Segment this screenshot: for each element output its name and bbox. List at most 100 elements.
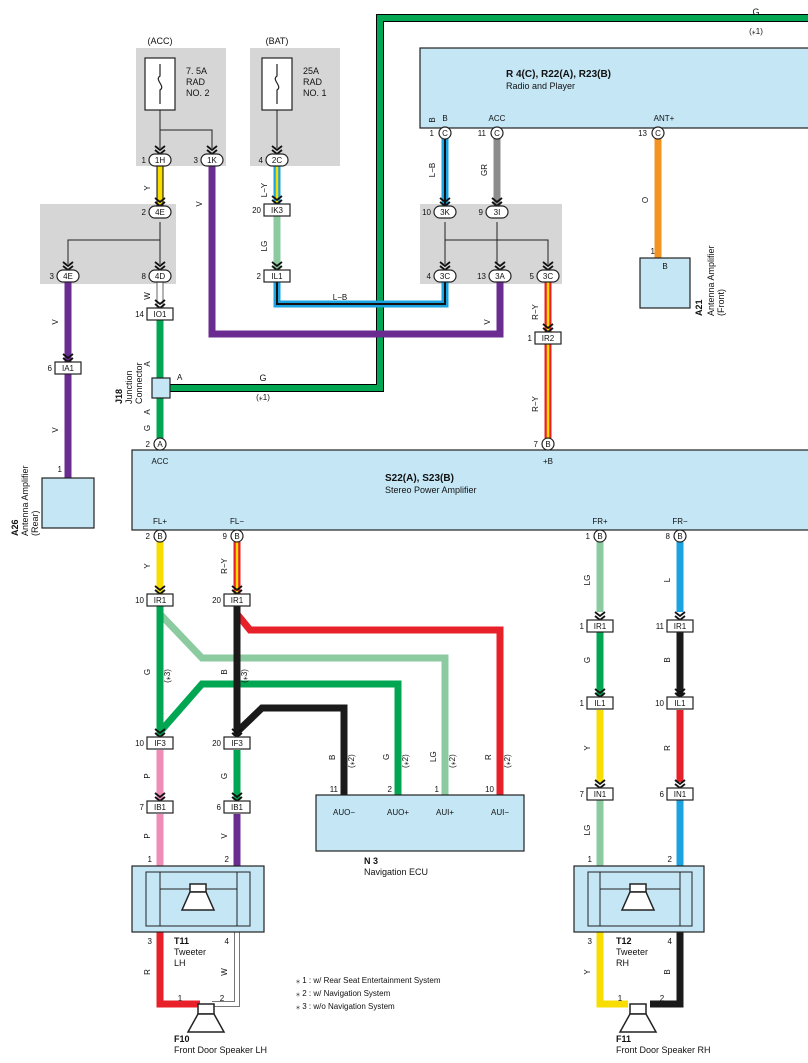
wire-label-wFRn: L — [663, 577, 672, 582]
legend: ⁎ 1 : w/ Rear Seat Entertainment System … — [296, 976, 441, 1011]
connector-pin-number: 4 — [259, 156, 264, 165]
tweeter-rh-pin-2: 2 — [668, 855, 673, 864]
wire-label-wR: R — [143, 969, 152, 975]
connector-code: IL1 — [271, 272, 283, 281]
antenna-front-id: A21 — [694, 299, 704, 316]
connector-pin-number: 13 — [477, 272, 486, 281]
tweeter-lh-name: Tweeter — [174, 947, 206, 957]
connector-pin-number: 3 — [50, 272, 55, 281]
speaker-rh-pin-2: 2 — [660, 994, 665, 1003]
antenna-amplifier-rear: 1 A26 Antenna Amplifier (Rear) — [10, 465, 95, 536]
wire-label-n3a: (⁎3) — [163, 669, 172, 683]
tweeter-lh-pin-2: 2 — [225, 855, 230, 864]
connector-cIB1b: IB1 6 — [217, 792, 251, 814]
connector-code: 4D — [155, 272, 165, 281]
wire-label-wB2: B — [663, 657, 672, 662]
connector-code: 2C — [272, 156, 282, 165]
connector-pin-number: 14 — [135, 310, 144, 319]
wire-label-wRACC: GR — [480, 164, 489, 176]
tweeter-rh-name: Tweeter — [616, 947, 648, 957]
connector-c3C2: 3C5 — [530, 261, 560, 283]
top-wire-note: (⁎1) — [749, 27, 763, 36]
connector-c4E_top: 4E2 — [142, 197, 172, 219]
nav-note-3: (⁎2) — [503, 754, 512, 768]
amp-code-frp: B — [597, 532, 602, 541]
radio-pin-code-acc: C — [494, 129, 500, 138]
nav-wire-3: R — [484, 754, 493, 760]
nav-pin-num-1: 2 — [388, 785, 393, 794]
tweeter-rh-side: RH — [616, 958, 629, 968]
wire-label-wFLp: Y — [143, 563, 152, 569]
amp-code-acc: A — [157, 440, 163, 449]
nav-id: N 3 — [364, 856, 378, 866]
tweeter-rh-pin-1: 1 — [588, 855, 593, 864]
speaker-rh-pin-1: 1 — [618, 994, 623, 1003]
radio-pin-ant: ANT+ — [654, 114, 675, 123]
nav-pin-auo-minus: AUO− — [333, 808, 355, 817]
nav-pin-aui-minus: AUI− — [491, 808, 509, 817]
wire-label-wY3: Y — [583, 969, 592, 975]
connector-code: IN1 — [594, 790, 607, 799]
radio-pin-number-ant: 13 — [638, 129, 647, 138]
j18-wire-note: (⁎1) — [256, 393, 270, 402]
connector-code: IN1 — [674, 790, 687, 799]
connector-pin-number: 10 — [422, 208, 431, 217]
connector-pin-number: 11 — [656, 622, 665, 631]
amp-pin-fl-plus: FL+ — [153, 517, 167, 526]
amp-num-fln: 9 — [223, 532, 228, 541]
legend-note-3: ⁎ 3 : w/o Navigation System — [296, 1002, 395, 1011]
wire-label-wLG3: LG — [583, 825, 592, 836]
fuse-bat-rating: 25A — [303, 66, 319, 76]
antenna-front-position: (Front) — [716, 289, 726, 316]
connector-code: IF3 — [154, 739, 166, 748]
connector-code: IB1 — [231, 803, 244, 812]
fuse-bat-name1: RAD — [303, 77, 323, 87]
amp-pin-b: +B — [543, 457, 553, 466]
wire-label-w4E: V — [51, 319, 60, 325]
wire-label-lb-horizontal: L−B — [333, 293, 347, 302]
connector-pin-number: 2 — [142, 208, 147, 217]
connector-pin-number: 1 — [142, 156, 147, 165]
wire-label-wG2: G — [583, 657, 592, 663]
connector-code: IR1 — [231, 596, 244, 605]
j18-name1: Junction — [124, 370, 134, 404]
nav-name: Navigation ECU — [364, 867, 428, 877]
connector-code: IR1 — [154, 596, 167, 605]
wire-label-wJ18: A — [143, 409, 152, 415]
antenna-rear-position: (Rear) — [30, 510, 40, 536]
connector-pin-number: 6 — [217, 803, 222, 812]
connector-pin-number: 9 — [479, 208, 484, 217]
connector-c3C: 3C4 — [427, 261, 457, 283]
wire-label-wY2: Y — [583, 745, 592, 751]
fuse-acc-name2: NO. 2 — [186, 88, 210, 98]
wire-label-w3A: V — [483, 319, 492, 325]
connector-pin-number: 4 — [427, 272, 432, 281]
connector-pin-number: 1 — [580, 622, 585, 631]
wire-label-w1K: V — [195, 201, 204, 207]
wire-label-n3b: (⁎3) — [240, 669, 249, 683]
speaker-lh-pin-1: 1 — [178, 994, 183, 1003]
fuse-bat-name2: NO. 1 — [303, 88, 327, 98]
connector-chevron — [674, 611, 686, 622]
radio-pin-number-b: 1 — [430, 129, 435, 138]
fuse-acc-tag: (ACC) — [148, 36, 173, 46]
connector-pin-number: 6 — [48, 364, 53, 373]
connector-pin-number: 1 — [528, 334, 533, 343]
speaker-rh-name: Front Door Speaker RH — [616, 1045, 711, 1055]
j18-id: J18 — [114, 389, 124, 404]
j18-wire-label: G — [259, 373, 266, 383]
tweeter-lh-id: T11 — [174, 936, 189, 946]
amp-num-frn: 8 — [666, 532, 671, 541]
tweeter-rh: 1 2 3 4 T12 Tweeter RH — [573, 855, 705, 968]
